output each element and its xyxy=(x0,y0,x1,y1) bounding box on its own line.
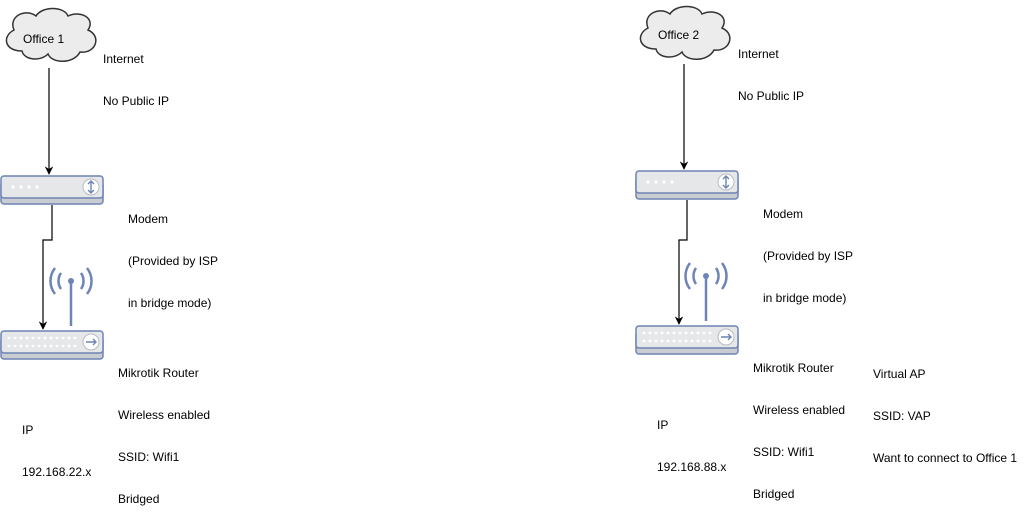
office2-router-line-2: Wireless enabled xyxy=(753,403,846,417)
office1-modem-line-1: Modem xyxy=(128,212,169,226)
office2-cloud-label: Office 2 xyxy=(658,28,700,42)
office1-cloud-label: Office 1 xyxy=(23,32,65,46)
office2-virtual-ap-line-2: SSID: VAP xyxy=(873,409,931,423)
office1-ip-line-2: 192.168.22.x xyxy=(22,465,92,479)
office2-modem-to-router-connector xyxy=(674,200,688,325)
office2-virtual-ap-label: Virtual AP SSID: VAP Want to connect to … xyxy=(873,339,1017,479)
office2-modem-line-3: in bridge mode) xyxy=(763,291,847,305)
network-diagram xyxy=(0,5,740,361)
office2-router xyxy=(634,261,740,356)
office1-router-label: Mikrotik Router Wireless enabled SSID: W… xyxy=(118,338,210,520)
office1-router xyxy=(0,266,105,361)
office2-ip-line-2: 192.168.88.x xyxy=(657,460,727,474)
office2-ip-label: IP 192.168.88.x xyxy=(657,390,726,488)
office2-router-line-4: Bridged xyxy=(753,487,795,501)
office1-ip-label: IP 192.168.22.x xyxy=(22,395,91,493)
office2-internet-label: Internet No Public IP xyxy=(738,19,804,117)
office2-internet-line-2: No Public IP xyxy=(738,89,805,103)
office2-internet-line-1: Internet xyxy=(738,47,779,61)
office1-modem-label: Modem (Provided by ISP in bridge mode) xyxy=(128,184,218,324)
office2-modem xyxy=(635,170,739,200)
office1-modem-to-router-connector xyxy=(38,205,53,330)
office1-router-line-2: Wireless enabled xyxy=(118,408,211,422)
office2-modem-line-2: (Provided by ISP xyxy=(763,249,854,263)
office1-internet-line-2: No Public IP xyxy=(103,94,170,108)
office2-virtual-ap-line-3: Want to connect to Office 1 xyxy=(873,451,1018,465)
office2-modem-label: Modem (Provided by ISP in bridge mode) xyxy=(763,179,853,319)
office1-router-line-1: Mikrotik Router xyxy=(118,366,199,380)
office1-router-line-3: SSID: Wifi1 xyxy=(118,450,180,464)
office2-router-line-3: SSID: Wifi1 xyxy=(753,445,815,459)
office1-router-line-4: Bridged xyxy=(118,492,160,506)
office1-internet-line-1: Internet xyxy=(103,52,144,66)
office2-ip-line-1: IP xyxy=(657,418,669,432)
office1-modem xyxy=(0,175,104,205)
office2-virtual-ap-line-1: Virtual AP xyxy=(873,367,926,381)
office1-modem-line-2: (Provided by ISP xyxy=(128,254,219,268)
office1-ip-line-1: IP xyxy=(22,423,34,437)
office1-internet-label: Internet No Public IP xyxy=(103,24,169,122)
office2-router-line-1: Mikrotik Router xyxy=(753,361,834,375)
office2-router-label: Mikrotik Router Wireless enabled SSID: W… xyxy=(753,333,845,515)
office1-modem-line-3: in bridge mode) xyxy=(128,296,212,310)
office2-modem-line-1: Modem xyxy=(763,207,804,221)
